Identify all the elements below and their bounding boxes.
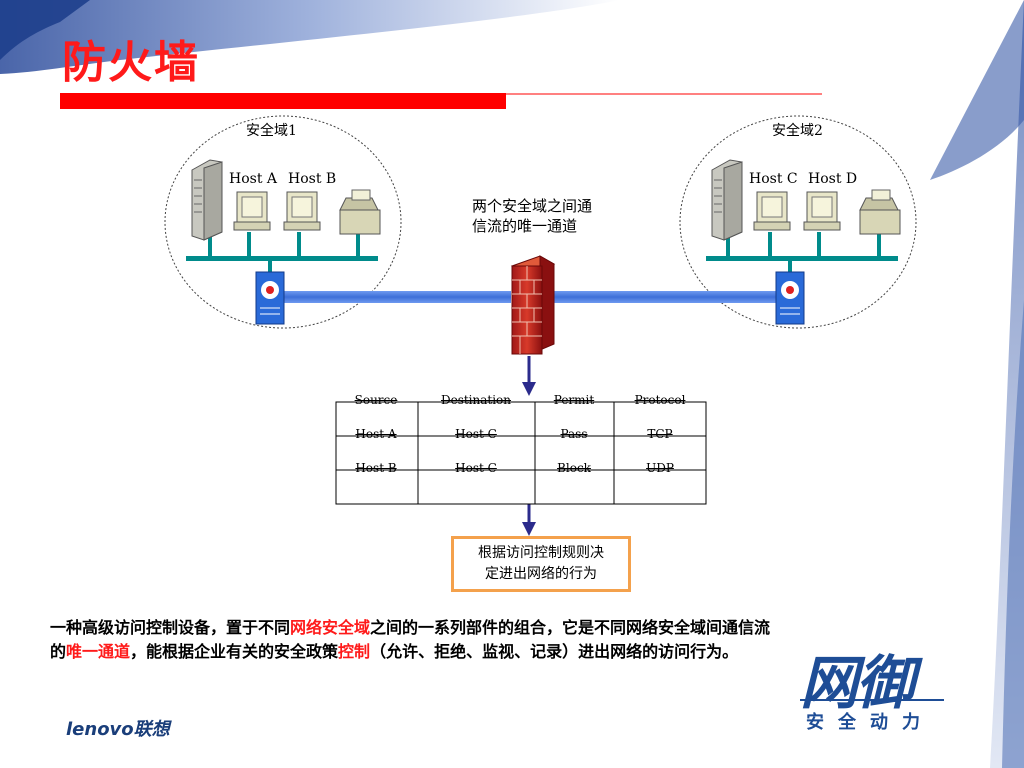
rules-table-grid [335,401,707,505]
switch-icon-zone-1 [255,271,285,325]
description-part-1: 一种高级访问控制设备，置于不同 [50,618,291,637]
workstation-icon-host-d [803,191,841,231]
table-cell-row2-destination: Host C [455,461,497,475]
host-a-label: Host A [229,171,278,187]
arrow-firewall-to-table [522,356,536,396]
decision-box-line-1: 根据访问控制规则决 [478,545,604,561]
table-cell-row1-destination: Host C [455,427,497,441]
description-part-7: （允许、拒绝、监视、记录）进出网络的访问行为。 [370,642,739,661]
firewall-brick-wall-icon [510,255,556,355]
firewall-note-line-1: 两个安全域之间通 [472,197,593,215]
decision-box-line-2: 定进出网络的行为 [485,566,597,582]
security-zone-1-circle [164,115,402,329]
firewall-note-line-2: 信流的唯一通道 [472,217,578,235]
table-cell-row2-protocol: UDP [646,461,674,475]
server-icon-zone-2 [711,159,743,241]
firewall-description: 一种高级访问控制设备，置于不同网络安全域之间的一系列部件的组合，它是不同网络安全… [50,616,780,664]
table-cell-row1-permit: Pass [560,427,588,441]
host-d-label: Host D [808,171,858,187]
description-highlight-security-domain: 网络安全域 [290,618,371,637]
top-left-corner-decoration [0,0,90,60]
workstation-icon-host-b [283,191,321,231]
description-part-5: ，能根据企业有关的安全政策 [130,642,339,661]
lenovo-logo: lenovo联想 [66,719,170,740]
table-header-protocol: Protocol [634,393,686,407]
table-header-permit: Permit [553,393,595,407]
switch-icon-zone-2 [775,271,805,325]
table-header-source: Source [354,393,398,407]
top-right-decoration [930,0,1024,180]
server-icon-zone-1 [191,159,223,241]
table-cell-row1-protocol: TCP [647,427,673,441]
printer-icon-zone-2 [859,189,901,235]
table-header-destination: Destination [440,393,512,407]
table-cell-row2-source: Host B [355,461,397,475]
lan-bus-zone-1 [186,256,378,261]
zone-2-label: 安全域2 [772,123,823,139]
lan-bus-zone-2 [706,256,898,261]
table-cell-row1-source: Host A [355,427,397,441]
host-c-label: Host C [749,171,798,187]
host-b-label: Host B [288,171,337,187]
table-cell-row2-permit: Block [557,461,591,475]
description-highlight-only-channel: 唯一通道 [66,642,131,661]
link-pipe-right [553,291,781,303]
firewall-note: 两个安全域之间通 信流的唯一通道 [472,196,592,236]
top-swoosh-decoration [0,0,620,74]
decision-box: 根据访问控制规则决 定进出网络的行为 [451,536,631,592]
zone-1-label: 安全域1 [246,123,297,139]
wangyu-brand-logo: 网御 [800,649,914,717]
description-part-3: 之间的一系列部件的组合，它是不同网络安全域间通信流的 [50,618,771,661]
brand-slogan: 安全动力 [806,712,934,733]
description-highlight-control: 控制 [338,642,371,661]
printer-icon-zone-1 [339,189,381,235]
workstation-icon-host-c [753,191,791,231]
workstation-icon-host-a [233,191,271,231]
security-zone-2-circle [679,115,917,329]
arrow-table-to-decision [522,504,536,536]
link-pipe-left [283,291,511,303]
page-title: 防火墙 [62,37,200,88]
title-red-bar [60,93,506,109]
